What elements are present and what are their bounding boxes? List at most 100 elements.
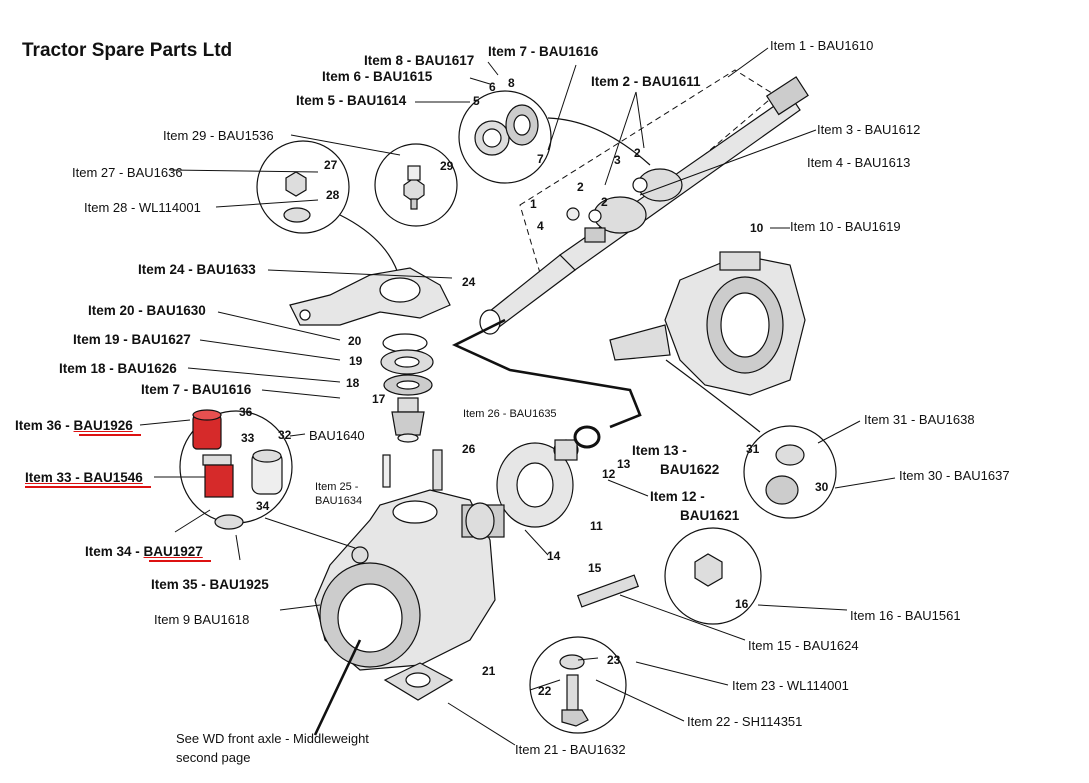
label-item36: Item 36 - BAU1926: [15, 418, 133, 433]
label-item9: Item 9 BAU1618: [154, 612, 250, 627]
item33-code: BAU1546: [83, 470, 143, 485]
item32-part: [251, 449, 283, 495]
label-item8: Item 8 - BAU1617: [364, 53, 475, 68]
part-number: 2: [634, 146, 641, 160]
label-item13-line1: Item 13 -: [632, 443, 687, 458]
part-number: 8: [508, 76, 515, 90]
item34-code: BAU1927: [143, 544, 203, 559]
part-number: 33: [241, 431, 255, 445]
part-number: 13: [617, 457, 631, 471]
part-number: 5: [473, 94, 480, 108]
label-item2: Item 2 - BAU1611: [591, 74, 701, 89]
item12-bush-part: [553, 439, 579, 461]
label-item3: Item 3 - BAU1612: [817, 122, 921, 137]
item26-stud-part: [432, 449, 443, 491]
red-underline-33: [25, 486, 151, 488]
item36-red-cap-part: [192, 409, 222, 450]
label-item12-line2: BAU1621: [680, 508, 740, 523]
washer-part: [283, 207, 311, 223]
page-title: Tractor Spare Parts Ltd: [22, 40, 233, 61]
part-number: 18: [346, 376, 360, 390]
label-item27: Item 27 - BAU1636: [72, 165, 183, 180]
part-number: 27: [324, 158, 338, 172]
note-line2: second page: [176, 750, 251, 765]
part-number: 2: [601, 195, 608, 209]
red-underline-34: [149, 560, 211, 562]
item20-seal-part: [382, 333, 428, 353]
part-number: 12: [602, 467, 616, 481]
part-number: 19: [349, 354, 363, 368]
red-underline-36: [79, 434, 141, 436]
label-item34: Item 34 - BAU1927: [85, 544, 203, 559]
part-number: 2: [577, 180, 584, 194]
part-number: 1: [530, 197, 537, 211]
item16-nut-part: [694, 553, 723, 587]
label-item21: Item 21 - BAU1632: [515, 742, 626, 757]
grease-nipple-part: [403, 165, 425, 210]
part-number: 24: [462, 275, 476, 289]
part-number: 28: [326, 188, 340, 202]
item25-stud-part: [382, 454, 391, 488]
item19-bearing-part: [380, 349, 434, 375]
connector-shaft-to-stub: [451, 318, 642, 429]
label-item31: Item 31 - BAU1638: [864, 412, 975, 427]
part-number: 20: [348, 334, 362, 348]
part-number: 21: [482, 664, 496, 678]
label-item24: Item 24 - BAU1633: [138, 262, 256, 277]
item13-seal-part: [573, 425, 601, 449]
item34-washer-part: [214, 514, 244, 530]
label-item4: Item 4 - BAU1613: [807, 155, 911, 170]
item36-code: BAU1926: [73, 418, 133, 433]
item30-cap-part: [765, 475, 799, 505]
label-item33: Item 33 - BAU1546: [25, 470, 143, 485]
item23-washer-part: [559, 654, 585, 670]
label-item29: Item 29 - BAU1536: [163, 128, 274, 143]
label-item23: Item 23 - WL114001: [732, 678, 849, 693]
part-number: 29: [440, 159, 454, 173]
label-item16: Item 16 - BAU1561: [850, 608, 961, 623]
bearing-part: [474, 104, 539, 156]
label-item19: Item 19 - BAU1627: [73, 332, 191, 347]
label-item12-line1: Item 12 -: [650, 489, 705, 504]
label-item13-line2: BAU1622: [660, 462, 720, 477]
part-number: 10: [750, 221, 764, 235]
part-number: 14: [547, 549, 561, 563]
stub-axle-part: [609, 251, 806, 396]
part-number: 4: [537, 219, 544, 233]
label-item22: Item 22 - SH114351: [687, 714, 803, 729]
label-item32: BAU1640: [309, 428, 365, 443]
item31-washer-part: [775, 444, 805, 466]
label-item20: Item 20 - BAU1630: [88, 303, 206, 318]
part-number: 22: [538, 684, 552, 698]
part-number: 26: [462, 442, 476, 456]
label-item26: Item 26 - BAU1635: [463, 408, 557, 420]
universal-joint-part: [584, 168, 683, 243]
item21-plate-part: [383, 662, 454, 701]
label-item7-top: Item 7 - BAU1616: [488, 44, 599, 59]
label-item6: Item 6 - BAU1615: [322, 69, 433, 84]
label-item10: Item 10 - BAU1619: [790, 219, 901, 234]
label-item25-line2: BAU1634: [315, 495, 363, 507]
part-number: 36: [239, 405, 253, 419]
label-item7-left: Item 7 - BAU1616: [141, 382, 252, 397]
part-number: 32: [278, 428, 292, 442]
part-number: 34: [256, 499, 270, 513]
part-number: 16: [735, 597, 749, 611]
label-item25-line1: Item 25 -: [315, 481, 359, 493]
hub-part: [461, 442, 574, 540]
part-number: 23: [607, 653, 621, 667]
label-item30: Item 30 - BAU1637: [899, 468, 1010, 483]
item33-red-part: [202, 454, 234, 498]
item18-bearing-part: [383, 374, 433, 396]
nut-part: [285, 171, 307, 197]
part-number: 30: [815, 480, 829, 494]
label-item1: Item 1 - BAU1610: [770, 38, 874, 53]
label-item35: Item 35 - BAU1925: [151, 577, 269, 592]
part-number: 15: [588, 561, 602, 575]
part-number: 17: [372, 392, 386, 406]
item17-kingpin-part: [391, 397, 425, 443]
part-number: 7: [537, 152, 544, 166]
inset-cap-circle: [743, 425, 837, 519]
part-number: 31: [746, 442, 760, 456]
